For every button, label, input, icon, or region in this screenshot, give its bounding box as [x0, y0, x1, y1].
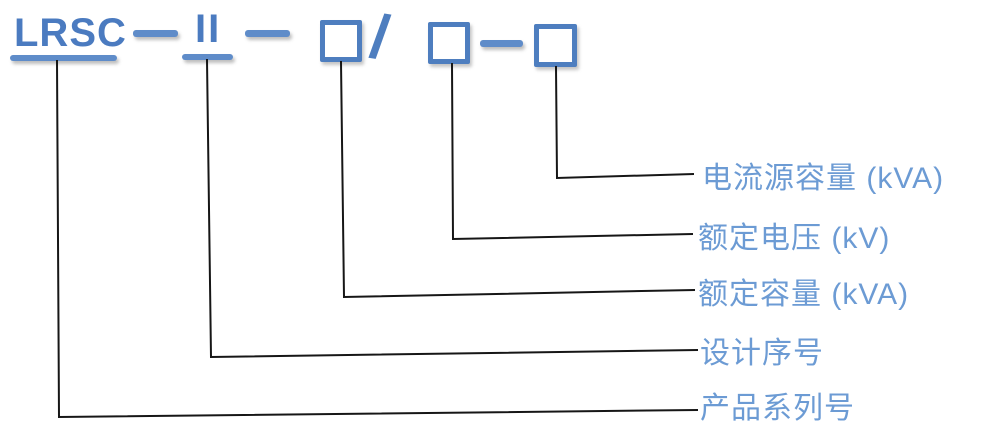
current-source-capacity-placeholder-box: [534, 24, 577, 67]
label-rated-voltage: 额定电压 (kV): [698, 222, 891, 255]
dash-separator-3: [480, 40, 523, 47]
dash-separator-1: [133, 30, 178, 37]
rated-capacity-placeholder-box: [320, 20, 362, 62]
connector-design-serial: [205, 58, 699, 359]
connector-product-series: [55, 59, 699, 419]
connector-rated-capacity: [339, 60, 696, 299]
series-prefix-text: LRSC: [14, 11, 127, 55]
design-number-text: II: [195, 7, 222, 51]
dash-separator-2: [245, 30, 290, 37]
label-product-series: 产品系列号: [700, 392, 855, 425]
connector-current-source-capacity: [554, 65, 695, 180]
design-number-underline: [182, 54, 233, 60]
series-prefix-underline: [10, 55, 117, 61]
label-rated-capacity: 额定容量 (kVA): [698, 278, 910, 311]
label-current-source-capacity: 电流源容量 (kVA): [702, 162, 945, 195]
label-design-serial: 设计序号: [700, 337, 824, 370]
connector-rated-voltage: [450, 62, 694, 241]
rated-voltage-placeholder-box: [428, 22, 470, 64]
